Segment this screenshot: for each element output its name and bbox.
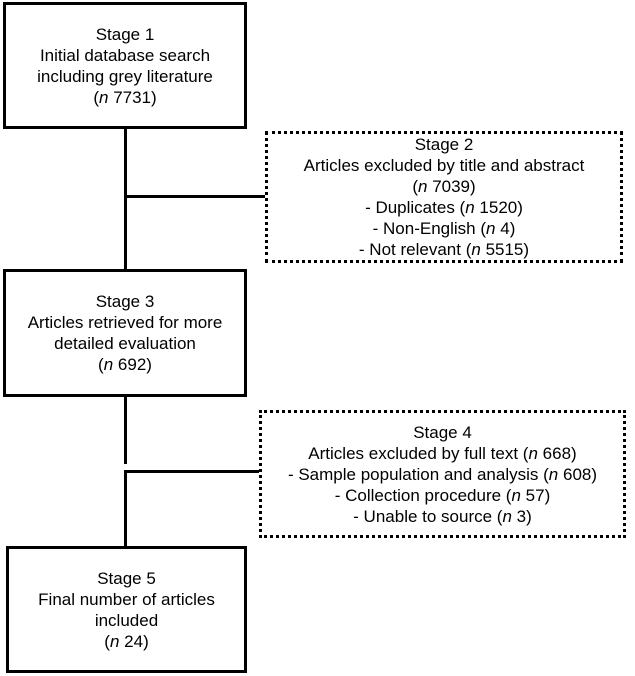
stage-5-count-row: (n 24) [104, 631, 149, 651]
stage-4-title: Stage 4 [413, 422, 472, 442]
stage-1-title: Stage 1 [95, 24, 155, 44]
stage-3-title: Stage 3 [95, 292, 155, 311]
stage-1-box: Stage 1 Initial database search includin… [3, 2, 247, 129]
stage-5-line2: included [94, 610, 159, 630]
stage-3-count-row: (n 692) [98, 355, 152, 374]
stage-1-count: 7731 [113, 87, 152, 107]
stage-5-box: Stage 5 Final number of articles include… [6, 546, 247, 673]
connector-branch-2 [124, 195, 268, 198]
stage-4-box: Stage 4 Articles excluded by full text (… [259, 410, 626, 538]
stage-2-item: - Non-English (n 4) [372, 219, 516, 238]
stage-4-item: - Sample population and analysis (n 608) [287, 464, 598, 484]
stage-1-line2: including grey literature [37, 66, 213, 86]
connector-main-1 [124, 128, 127, 270]
stage-2-title: Stage 2 [414, 135, 474, 154]
stage-1-count-row: (n 7731) [93, 87, 157, 107]
stage-3-line1: Articles retrieved for more [27, 313, 223, 332]
stage-4-count: 668 [542, 443, 572, 463]
stage-5-count: 24 [124, 631, 144, 651]
stage-2-count-row: (n 7039) [412, 177, 476, 196]
stage-3-count: 692 [117, 355, 147, 374]
stage-2-box: Stage 2 Articles excluded by title and a… [265, 131, 623, 263]
stage-1-line1: Initial database search [39, 45, 211, 65]
connector-branch-4 [124, 470, 262, 473]
connector-main-2 [124, 396, 127, 464]
stage-4-item: - Collection procedure (n 57) [334, 485, 551, 505]
stage-4-line1: Articles excluded by full text [308, 443, 519, 463]
stage-2-line1: Articles excluded by title and abstract [303, 156, 585, 175]
connector-main-3 [124, 470, 127, 548]
stage-5-title: Stage 5 [97, 568, 156, 588]
stage-2-item: - Not relevant (n 5515) [358, 240, 530, 259]
stage-5-line1: Final number of articles [38, 589, 215, 609]
stage-4-item: - Unable to source (n 3) [353, 506, 532, 526]
stage-2-count: 7039 [432, 177, 471, 196]
stage-3-box: Stage 3 Articles retrieved for more deta… [3, 269, 247, 397]
stage-4-line1-row: Articles excluded by full text (n 668) [308, 443, 577, 463]
stage-2-item: - Duplicates (n 1520) [365, 198, 523, 217]
stage-3-line2: detailed evaluation [54, 334, 196, 353]
